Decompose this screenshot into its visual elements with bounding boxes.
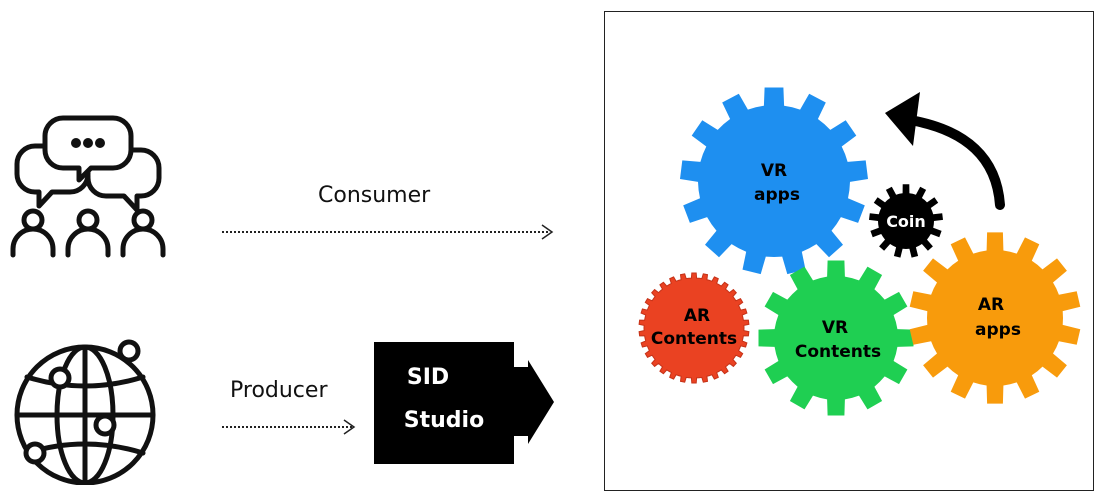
gear-vr-contents-line1: VR — [822, 318, 848, 338]
studio-label-line2: Studio — [404, 408, 484, 433]
gear-ar-contents-shape — [638, 272, 750, 384]
gear-vr-apps-line2: apps — [754, 185, 800, 205]
sid-studio-arrow: SID Studio — [374, 342, 554, 464]
curved-arrow-icon — [905, 115, 1005, 210]
gear-vr-apps: VR apps — [680, 87, 868, 275]
studio-label-line1: SID — [407, 365, 449, 390]
producer-arrow — [222, 419, 356, 435]
gear-ar-apps: AR apps — [909, 232, 1081, 404]
gear-cluster: VR apps Coin AR Contents VR Contents AR … — [638, 87, 1081, 416]
people-chat-icon — [10, 115, 166, 258]
gear-vr-contents-shape — [758, 260, 914, 416]
gear-ar-apps-line2: apps — [975, 320, 1021, 340]
gear-coin: Coin — [869, 184, 943, 258]
gear-coin-shape — [869, 184, 943, 258]
curved-arrow-head — [885, 92, 920, 146]
gear-ar-contents: AR Contents — [638, 272, 750, 384]
gear-ar-apps-line1: AR — [978, 295, 1004, 315]
producer-label: Producer — [230, 378, 328, 403]
gear-ar-contents-line1: AR — [684, 306, 710, 326]
gear-coin-line1: Coin — [886, 212, 926, 231]
global-network-icon — [14, 339, 156, 485]
gear-vr-contents: VR Contents — [758, 260, 914, 416]
gear-ar-apps-shape — [909, 232, 1081, 404]
consumer-arrow — [222, 224, 554, 240]
gear-vr-apps-line1: VR — [761, 161, 787, 181]
consumer-label: Consumer — [318, 183, 431, 208]
gear-ar-contents-line2: Contents — [651, 329, 737, 349]
gear-vr-contents-line2: Contents — [795, 342, 881, 362]
gear-vr-apps-shape — [680, 87, 868, 275]
